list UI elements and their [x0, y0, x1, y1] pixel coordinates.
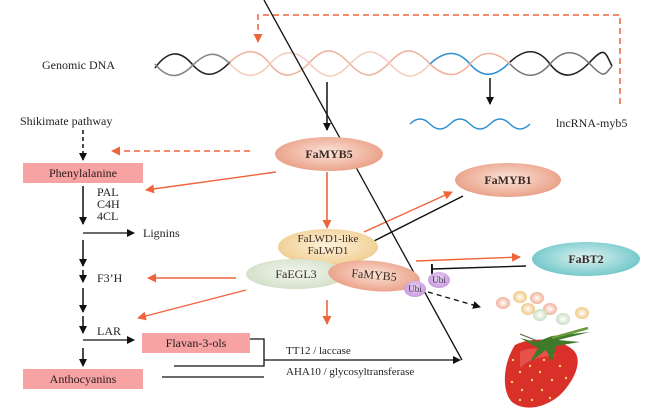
lncrna-label: lncRNA-myb5 — [556, 116, 628, 130]
famyb1-node: FaMYB1 — [455, 163, 561, 197]
transport-upper-label: TT12 / laccase — [286, 345, 351, 357]
shikimate-pathway-label: Shikimate pathway — [20, 114, 113, 128]
degraded-protein-fragments — [496, 291, 589, 325]
strawberry-icon — [504, 326, 590, 408]
ubiquitin-badge: Ubi — [404, 281, 426, 297]
falwd1-label: FaLWD1 — [307, 245, 349, 257]
phenylalanine-box: Phenylalanine — [23, 163, 143, 183]
falwd1-like-label: FaLWD1-like — [297, 233, 359, 245]
famyb5-top-node: FaMYB5 — [275, 137, 383, 171]
complex-to-famyb1-arrow — [363, 191, 453, 233]
enzyme-4cl: 4CL — [97, 209, 119, 223]
lignins-label: Lignins — [143, 226, 180, 240]
transport-bracket — [174, 338, 265, 367]
famyb1-repression — [368, 195, 464, 247]
degradation-dashed-arrow — [427, 291, 481, 309]
fabt2-node: FaBT2 — [532, 242, 640, 276]
genomic-dna-helix — [154, 50, 613, 77]
transport-arrow — [263, 0, 463, 361]
anthocyanins-box: Anthocyanins — [23, 369, 143, 389]
enzyme-f3h: F3’H — [97, 271, 123, 285]
genomic-dna-label: Genomic DNA — [42, 58, 115, 72]
enzyme-pal: PAL — [97, 185, 119, 199]
enzyme-c4h: C4H — [97, 197, 120, 211]
complex-to-lar-arrow — [137, 289, 247, 321]
feedback-dashed-arrow — [253, 14, 621, 104]
flavan-3-ols-box: Flavan-3-ols — [142, 333, 250, 353]
fabt2-repression — [430, 263, 527, 275]
famyb5-to-pal-arrow — [145, 171, 277, 194]
enzyme-lar: LAR — [97, 324, 121, 338]
ubiquitin-badge: Ubi — [428, 272, 450, 288]
transport-lower-label: AHA10 / glycosyltransferase — [286, 366, 415, 378]
lncrna-wave — [409, 118, 531, 130]
complex-to-fabt2-arrow — [415, 252, 521, 262]
